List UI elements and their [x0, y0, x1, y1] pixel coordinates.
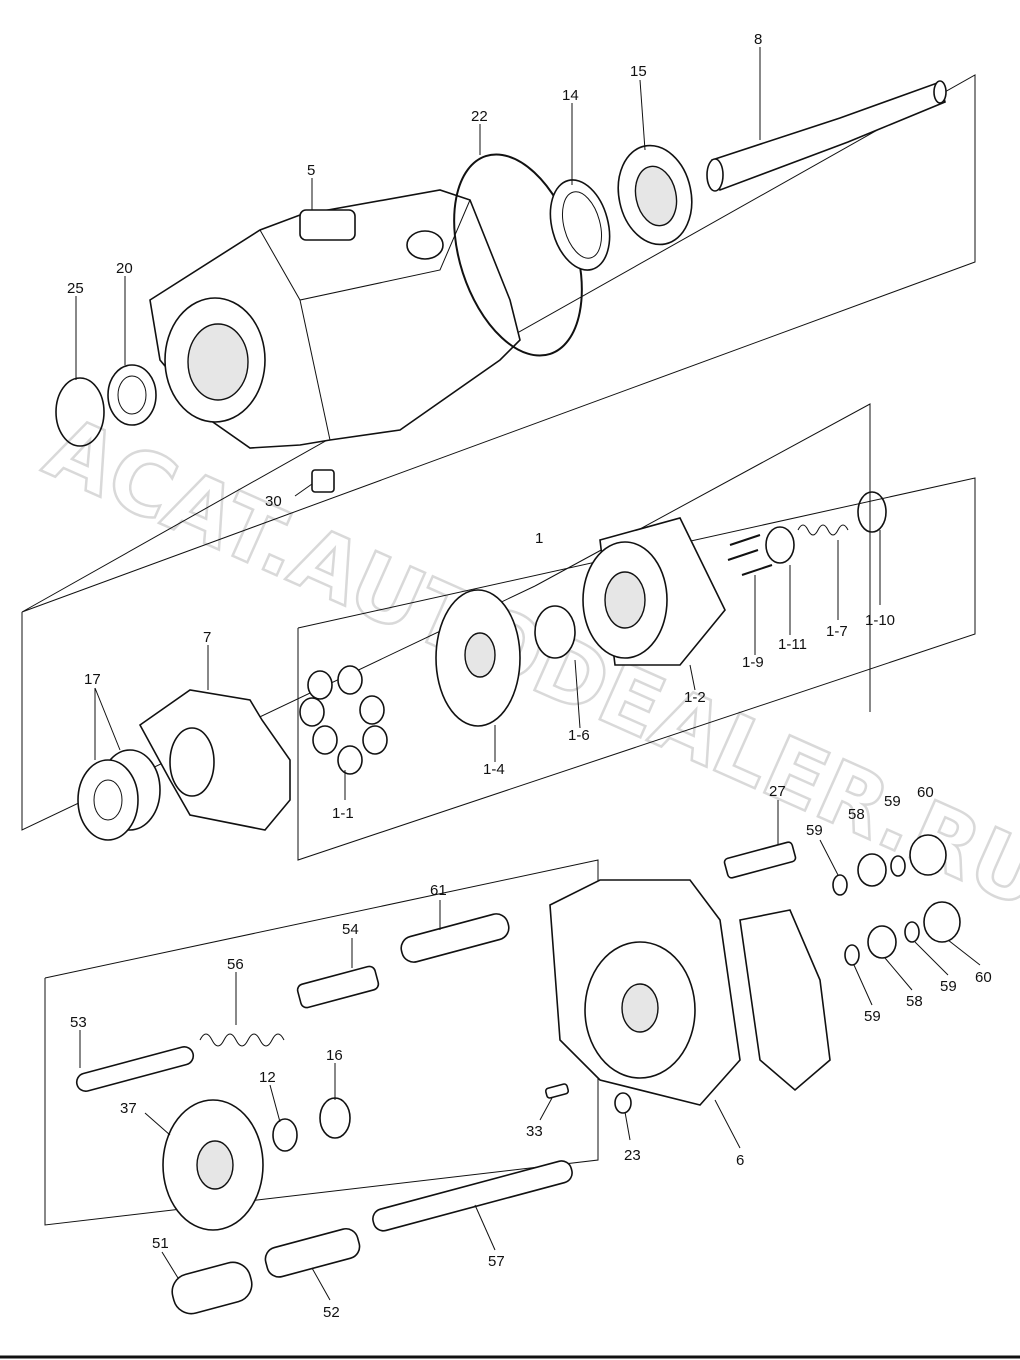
label-17: 17 — [84, 671, 101, 688]
label-22: 22 — [471, 108, 488, 125]
watermark: ACAT.AUTODEALER.RU — [31, 398, 1020, 929]
label-15: 15 — [630, 63, 647, 80]
label-1-4: 1-4 — [483, 761, 505, 778]
group-frame-upper — [21, 585, 536, 831]
cap-nut-60b — [923, 901, 961, 943]
pump-housing — [149, 189, 521, 449]
ring-1-11 — [765, 526, 795, 564]
label-7: 7 — [203, 629, 211, 646]
leader-lines — [75, 47, 981, 1301]
ring-12 — [272, 1118, 298, 1152]
piston-53 — [75, 1046, 195, 1092]
bearing-16 — [319, 1097, 351, 1139]
nut-58a — [857, 853, 887, 887]
label-1-9: 1-9 — [742, 654, 764, 671]
washer-59c — [844, 944, 860, 966]
label-1: 1 — [535, 530, 543, 547]
label-54: 54 — [342, 921, 359, 938]
fitting-54 — [296, 965, 380, 1009]
label-33: 33 — [526, 1123, 543, 1140]
rod-57 — [372, 1160, 573, 1232]
plug-30 — [311, 469, 335, 493]
pistons-1-1 — [299, 665, 388, 775]
label-30: 30 — [265, 493, 282, 510]
label-56: 56 — [227, 956, 244, 973]
label-20: 20 — [116, 260, 133, 277]
end-cover-6 — [549, 879, 831, 1106]
label-61: 61 — [430, 882, 447, 899]
label-27: 27 — [769, 783, 786, 800]
cap-nut-60a — [909, 834, 947, 876]
part-labels: 8 15 14 22 5 20 25 30 1 7 17 1-1 1-4 1-6… — [67, 31, 992, 1321]
washer-59a — [832, 874, 848, 896]
drive-shaft — [706, 80, 947, 192]
label-1-2: 1-2 — [684, 689, 706, 706]
label-59-b: 59 — [884, 793, 901, 810]
shaft-seal-14 — [549, 179, 611, 271]
sleeve-52 — [264, 1227, 361, 1278]
label-59-d: 59 — [940, 978, 957, 995]
label-51: 51 — [152, 1235, 169, 1252]
o-ring-23 — [614, 1092, 632, 1114]
washer-59b — [890, 855, 906, 877]
snap-ring-25 — [55, 377, 105, 447]
label-1-10: 1-10 — [865, 612, 895, 629]
needle-bearing-1-6 — [534, 605, 576, 659]
ring-20 — [107, 364, 157, 426]
label-53: 53 — [70, 1014, 87, 1031]
label-60-a: 60 — [917, 784, 934, 801]
label-1-7: 1-7 — [826, 623, 848, 640]
label-58-b: 58 — [906, 993, 923, 1010]
nut-58b — [867, 925, 897, 959]
piston-51 — [171, 1261, 253, 1315]
label-8: 8 — [754, 31, 762, 48]
group-frame-lower — [44, 859, 599, 1226]
spring-56 — [199, 1033, 285, 1047]
sleeve-61 — [400, 913, 510, 963]
label-6: 6 — [736, 1152, 744, 1169]
label-1-6: 1-6 — [568, 727, 590, 744]
label-12: 12 — [259, 1069, 276, 1086]
pin-33 — [544, 1083, 570, 1099]
swash-plate-7 — [138, 689, 291, 831]
group-frame-rotary — [297, 477, 976, 861]
label-5: 5 — [307, 162, 315, 179]
cylinder-block-1-2 — [582, 517, 726, 666]
label-23: 23 — [624, 1147, 641, 1164]
screw-27 — [723, 841, 797, 879]
spring-1-7 — [797, 524, 849, 536]
label-1-1: 1-1 — [332, 805, 354, 822]
label-25: 25 — [67, 280, 84, 297]
group-frame-rotary-top — [534, 403, 871, 712]
label-52: 52 — [323, 1304, 340, 1321]
label-14: 14 — [562, 87, 579, 104]
pins-1-9 — [727, 534, 773, 576]
washer-59d — [904, 921, 920, 943]
label-59-a: 59 — [806, 822, 823, 839]
label-59-c: 59 — [864, 1008, 881, 1025]
label-16: 16 — [326, 1047, 343, 1064]
label-57: 57 — [488, 1253, 505, 1270]
label-58-a: 58 — [848, 806, 865, 823]
label-1-11: 1-11 — [778, 636, 807, 653]
label-37: 37 — [120, 1100, 137, 1117]
snap-ring-1-10 — [857, 491, 887, 533]
label-60-b: 60 — [975, 969, 992, 986]
